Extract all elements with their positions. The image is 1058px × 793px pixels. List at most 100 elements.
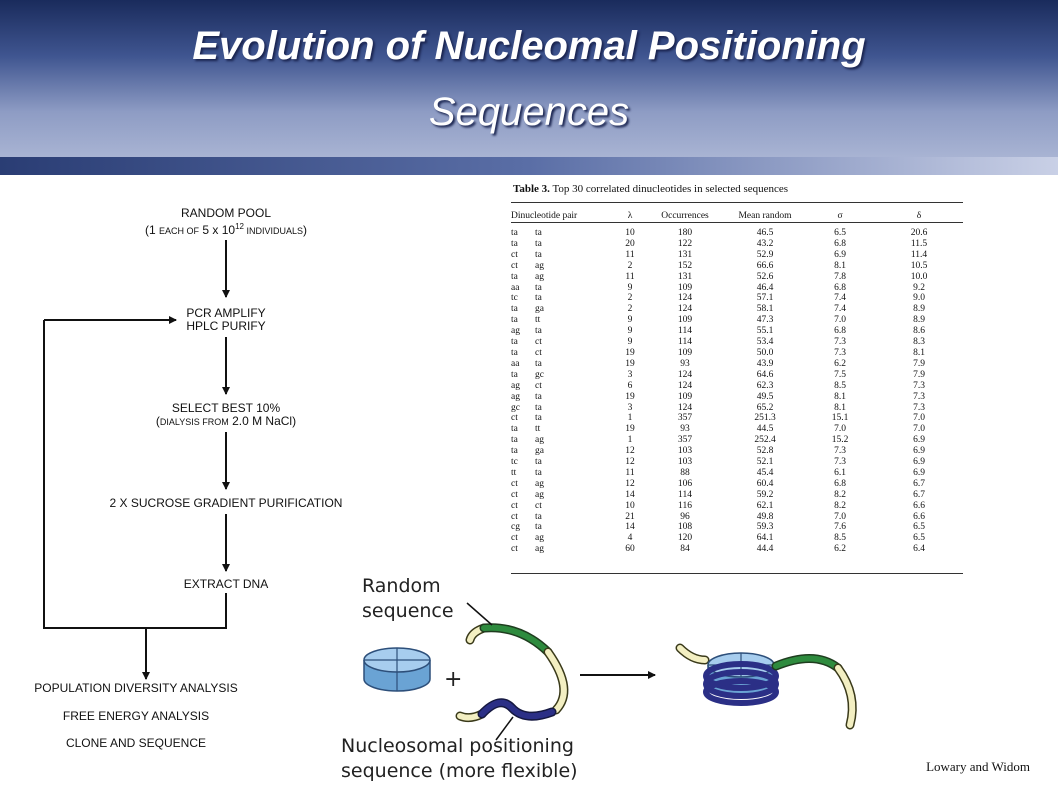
table-cell: 106 bbox=[677, 478, 693, 489]
table-cell: 59.3 bbox=[756, 522, 774, 533]
table-cell: ct bbox=[511, 511, 518, 522]
flow-step-random-pool-detail: (1 each of 5 x 1012 individuals) bbox=[145, 222, 307, 237]
table-cell: ct bbox=[511, 413, 518, 424]
table-cell: 109 bbox=[677, 282, 693, 293]
table-cell: 9 bbox=[627, 315, 633, 326]
random-dna-strand bbox=[465, 623, 569, 715]
table-cell: 109 bbox=[677, 347, 693, 358]
table-cell: ta bbox=[511, 435, 518, 446]
table-cell: 6.8 bbox=[834, 478, 846, 489]
table-cell: 7.3 bbox=[913, 402, 925, 413]
table-cell: 109 bbox=[677, 315, 693, 326]
table-cell: 131 bbox=[677, 271, 693, 282]
table-cell: 55.1 bbox=[756, 326, 774, 337]
nucleosome-product-icon bbox=[675, 643, 779, 706]
table-cell: ag bbox=[511, 391, 520, 402]
table-cell: 43.9 bbox=[756, 358, 774, 369]
table-cell: ta bbox=[535, 511, 542, 522]
table-cell: 43.2 bbox=[756, 238, 774, 249]
positioning-sequence-label-line-2: sequence (more flexible) bbox=[341, 760, 578, 782]
table-cell: ta bbox=[511, 228, 518, 238]
table-cell: 12 bbox=[625, 478, 635, 489]
pointer-random-label bbox=[466, 602, 493, 626]
table-cell: 96 bbox=[680, 511, 690, 522]
table-cell: ag bbox=[511, 326, 520, 337]
table-cell: 44.4 bbox=[756, 544, 774, 555]
table-cell: ga bbox=[535, 304, 544, 315]
table-cell: 7.9 bbox=[913, 358, 925, 369]
table-cell: 12 bbox=[625, 457, 635, 468]
table-cell: 7.0 bbox=[834, 315, 846, 326]
table-cell: 6.7 bbox=[913, 478, 925, 489]
table-cell: ta bbox=[535, 282, 542, 293]
table-cell: ct bbox=[511, 249, 518, 260]
table-cell: ct bbox=[511, 478, 518, 489]
table-cell: 122 bbox=[677, 238, 693, 249]
table-cell: 19 bbox=[625, 391, 635, 402]
table-cell: 152 bbox=[677, 260, 693, 271]
table-cell: 114 bbox=[678, 326, 692, 337]
slide-title-line-1: Evolution of Nucleomal Positioning bbox=[192, 24, 866, 68]
flow-step-random-pool: RANDOM POOL bbox=[180, 206, 271, 220]
table-cell: gc bbox=[535, 369, 544, 380]
histone-core-icon bbox=[363, 647, 431, 692]
table-cell: 19 bbox=[625, 424, 635, 435]
header-lambda: λ bbox=[627, 210, 633, 221]
table-cell: 124 bbox=[677, 380, 693, 391]
slide-title-line-2: Sequences bbox=[428, 90, 630, 134]
table-cell: 7.3 bbox=[913, 380, 925, 391]
table-cell: ct bbox=[511, 544, 518, 555]
table-cell: ct bbox=[511, 489, 518, 500]
table-cell: 8.9 bbox=[913, 304, 925, 315]
table-cell: 47.3 bbox=[756, 315, 774, 326]
table-cell: 15.1 bbox=[831, 413, 849, 424]
table-cell: ta bbox=[511, 271, 518, 282]
table-cell: 6.9 bbox=[834, 249, 846, 260]
table-cell: 9.2 bbox=[913, 282, 925, 293]
table-cell: 52.8 bbox=[756, 446, 774, 457]
table-cell: 357 bbox=[677, 435, 693, 446]
table-cell: 88 bbox=[680, 467, 690, 478]
flow-step-dialysis: (dialysis from 2.0 M NaCl) bbox=[155, 414, 297, 428]
table-cell: 19 bbox=[625, 358, 635, 369]
table-top-rule bbox=[511, 202, 963, 203]
table-cell: 7.0 bbox=[913, 424, 925, 435]
table-cell: 7.3 bbox=[834, 446, 846, 457]
table-cell: 8.1 bbox=[834, 402, 846, 413]
table-cell: 7.0 bbox=[913, 413, 925, 424]
flow-output-population-analysis: POPULATION DIVERSITY ANALYSIS bbox=[34, 681, 238, 695]
table-cell: 93 bbox=[680, 424, 690, 435]
title-banner-strip bbox=[0, 157, 1058, 175]
table-cell: 15.2 bbox=[831, 435, 849, 446]
table-cell: 124 bbox=[677, 304, 693, 315]
table-cell: 21 bbox=[625, 511, 635, 522]
table-cell: 58.1 bbox=[756, 304, 774, 315]
table-cell: 9.0 bbox=[913, 293, 925, 304]
positioning-dna-strand bbox=[455, 698, 557, 723]
table-cell: 10.0 bbox=[910, 271, 928, 282]
random-sequence-label-line-1: Random bbox=[362, 575, 441, 597]
table-cell: ct bbox=[535, 380, 542, 391]
table-bottom-rule bbox=[511, 573, 963, 574]
table-cell: ag bbox=[535, 260, 544, 271]
table-cell: 6.7 bbox=[913, 489, 925, 500]
table-cell: 7.3 bbox=[834, 337, 846, 348]
table-cell: 2 bbox=[627, 260, 633, 271]
